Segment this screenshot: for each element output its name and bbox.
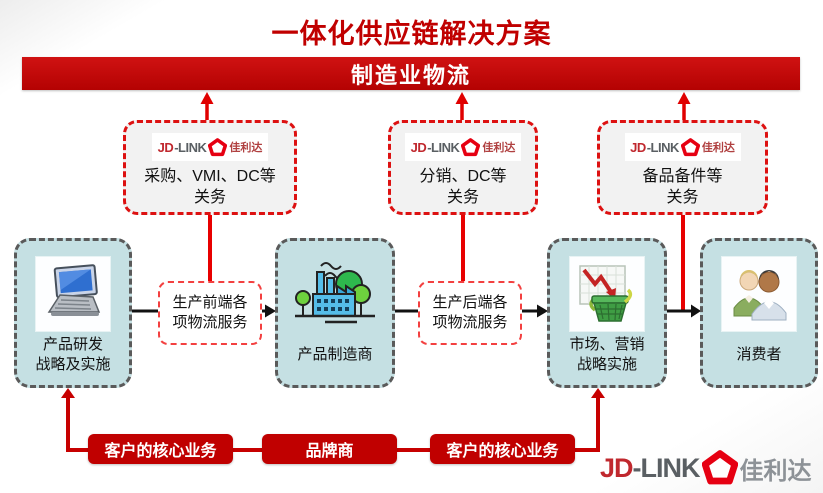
- jdlink-logo: JD-LINK 佳利达: [624, 133, 741, 161]
- chart-basket-icon: [579, 265, 633, 322]
- customs-box-label: 备品备件等关务: [642, 168, 723, 206]
- icon-tile: [36, 257, 110, 331]
- entity-box-manufacturer: 产品制造商: [275, 238, 395, 388]
- brand-jd: JD: [630, 139, 646, 155]
- icon-tile: [722, 257, 796, 331]
- jdlink-logo: JD-LINK 佳利达: [405, 133, 521, 161]
- icon-tile: [291, 257, 379, 331]
- people-icon: [733, 270, 787, 321]
- pentagon-shield-icon: [461, 137, 481, 156]
- entity-box-product-rd: 产品研发战略及实施: [14, 238, 132, 388]
- brand-name: 佳利达: [701, 142, 735, 154]
- entity-label: 产品研发战略及实施: [35, 335, 111, 373]
- entity-box-consumers: 消费者: [700, 238, 818, 388]
- icon-tile: [570, 257, 644, 331]
- jdlink-footer-logo: JD-LINK 佳利达: [600, 450, 812, 486]
- brand-jd: JD: [600, 452, 634, 483]
- brand-name: 佳利达: [482, 142, 516, 154]
- brand-jd: JD: [410, 139, 427, 155]
- brand-owner-banner: 品牌商: [262, 434, 397, 464]
- brand-link: -LINK: [632, 452, 701, 483]
- pentagon-shield-icon: [701, 450, 738, 485]
- brand-link: -LINK: [646, 139, 680, 155]
- entity-label: 市场、营销战略实施: [569, 335, 645, 373]
- brand-jd: JD: [157, 139, 174, 155]
- customs-box-label: 采购、VMI、DC等关务: [144, 168, 276, 206]
- customs-box-spare-parts: JD-LINK 佳利达 备品备件等关务: [597, 120, 768, 215]
- entity-label: 消费者: [736, 345, 782, 363]
- customs-box-procurement: JD-LINK 佳利达 采购、VMI、DC等关务: [123, 120, 297, 215]
- entity-box-marketing: 市场、营销战略实施: [547, 238, 667, 388]
- brand-name: 佳利达: [229, 142, 263, 154]
- customs-box-label: 分销、DC等关务: [419, 168, 507, 206]
- factory-icon: [295, 262, 375, 324]
- entity-label: 产品制造商: [297, 345, 373, 363]
- brand-link: -LINK: [174, 139, 207, 155]
- manufacturing-logistics-banner: 制造业物流: [22, 57, 800, 90]
- customs-box-distribution: JD-LINK 佳利达 分销、DC等关务: [388, 120, 538, 215]
- laptop-icon: [47, 264, 101, 316]
- page-title: 一体化供应链解决方案: [271, 19, 552, 49]
- pentagon-shield-icon: [680, 137, 700, 156]
- pentagon-shield-icon: [208, 137, 228, 156]
- core-business-banner-left: 客户的核心业务: [88, 434, 233, 464]
- brand-link: -LINK: [427, 139, 460, 155]
- core-business-banner-right: 客户的核心业务: [430, 434, 575, 464]
- jdlink-logo: JD-LINK 佳利达: [152, 133, 268, 161]
- service-box-post-production: 生产后端各项物流服务: [418, 281, 522, 345]
- brand-name: 佳利达: [739, 457, 812, 485]
- service-box-pre-production: 生产前端各项物流服务: [158, 281, 262, 345]
